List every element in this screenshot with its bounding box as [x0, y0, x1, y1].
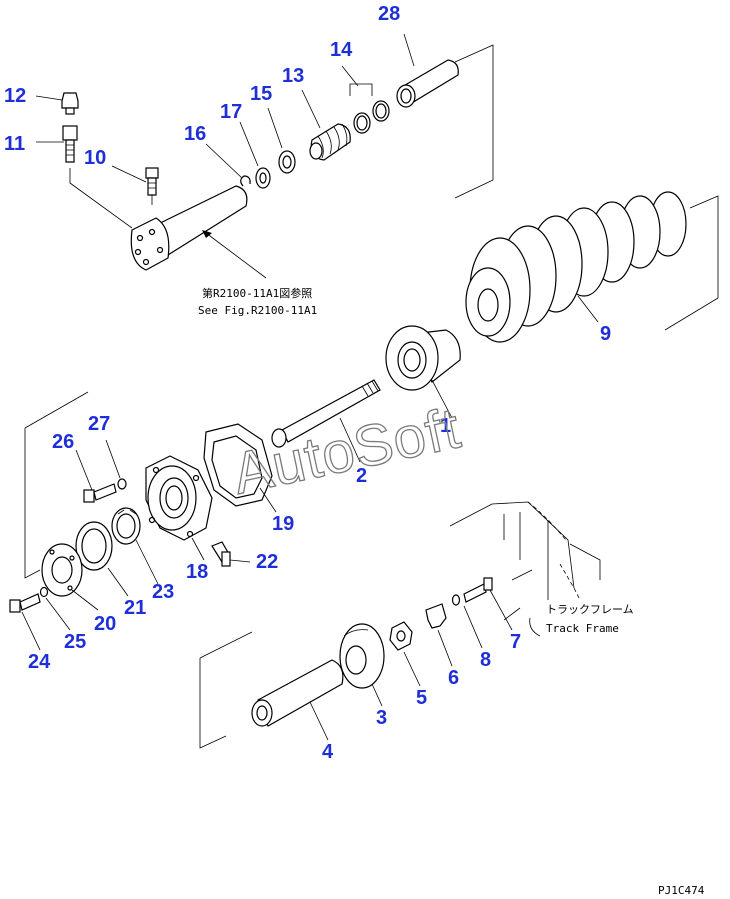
part-28-sleeve [396, 59, 459, 108]
label-part-10: 10 [84, 147, 106, 169]
part-2-bolt [271, 379, 381, 448]
label-part-9: 9 [600, 323, 611, 345]
part-4-sleeve [251, 659, 344, 727]
label-part-24: 24 [28, 651, 51, 673]
track-frame-note-jp: トラックフレーム [546, 603, 634, 616]
part-1-retainer [385, 325, 461, 391]
label-part-4: 4 [322, 741, 334, 763]
reference-note-en: See Fig.R2100-11A1 [198, 304, 317, 317]
bracket-frame-spring [664, 195, 719, 331]
cylinder-body [130, 185, 248, 271]
label-part-11: 11 [4, 133, 25, 155]
label-part-16: 16 [184, 123, 206, 145]
label-part-27: 27 [88, 413, 110, 435]
label-part-19: 19 [272, 513, 294, 535]
part-16-snap-ring [240, 175, 251, 187]
part-6-lock [425, 603, 447, 629]
label-part-21: 21 [124, 597, 146, 619]
part-14-rings [349, 83, 390, 134]
reference-arrowhead [202, 230, 212, 238]
part-11-valve [62, 125, 78, 163]
part-20-cover [41, 543, 83, 597]
part-17-washer [255, 167, 271, 189]
part-5-nut [389, 621, 413, 651]
part-18-housing [145, 455, 213, 541]
label-part-3: 3 [376, 707, 387, 729]
part-25-washer [39, 586, 49, 598]
bracket-frame-lower-left [24, 391, 89, 579]
part-9-spring [465, 191, 719, 343]
label-part-5: 5 [416, 687, 427, 709]
lower-assembly [199, 577, 493, 749]
upper-assembly [61, 44, 494, 279]
part-21-ring [75, 521, 113, 571]
part-23-seal [111, 507, 141, 545]
reference-leader [205, 232, 267, 279]
label-part-7: 7 [510, 631, 521, 653]
drawing-code: PJ1C474 [658, 884, 705, 897]
bracket-frame-upper [454, 44, 494, 199]
label-part-8: 8 [480, 649, 491, 671]
part-27-washer [117, 478, 127, 490]
label-part-15: 15 [250, 83, 272, 105]
label-part-13: 13 [282, 65, 304, 87]
label-part-1: 1 [440, 415, 451, 437]
part-10-plug [145, 167, 159, 205]
part-12-grease-fitting [61, 92, 79, 115]
watermark: AutoSoft [227, 395, 466, 506]
leader-lines [21, 33, 599, 741]
label-part-2: 2 [356, 465, 367, 487]
label-part-6: 6 [448, 667, 459, 689]
track-frame-outline [449, 501, 601, 637]
part-19-gasket [203, 423, 273, 507]
lower-left-assembly [9, 391, 273, 613]
part-8-washer [451, 594, 461, 606]
label-part-26: 26 [52, 431, 74, 453]
label-part-12: 12 [4, 85, 26, 107]
reference-note-jp: 第R2100-11A1図参照 [202, 286, 312, 300]
label-part-20: 20 [94, 613, 116, 635]
part-number-labels: 1 2 3 4 5 6 7 8 9 10 11 12 13 14 15 16 1… [4, 3, 611, 763]
bracket-frame-bottom [199, 631, 253, 749]
part-22-fitting [211, 541, 231, 567]
label-part-22: 22 [256, 551, 278, 573]
label-part-14: 14 [330, 39, 353, 61]
label-part-17: 17 [220, 101, 242, 123]
label-part-28: 28 [378, 3, 400, 25]
part-26-bolt [83, 483, 117, 503]
part-24-bolt [9, 593, 41, 613]
leader-11 [69, 168, 133, 229]
part-13-packing [309, 123, 351, 161]
part-15-washer [278, 150, 296, 174]
part-7-bolt [463, 577, 493, 603]
part-3-collar [339, 623, 385, 689]
label-part-25: 25 [64, 631, 86, 653]
label-part-18: 18 [186, 561, 208, 583]
track-frame-note-en: Track Frame [546, 622, 619, 635]
label-part-23: 23 [152, 581, 174, 603]
